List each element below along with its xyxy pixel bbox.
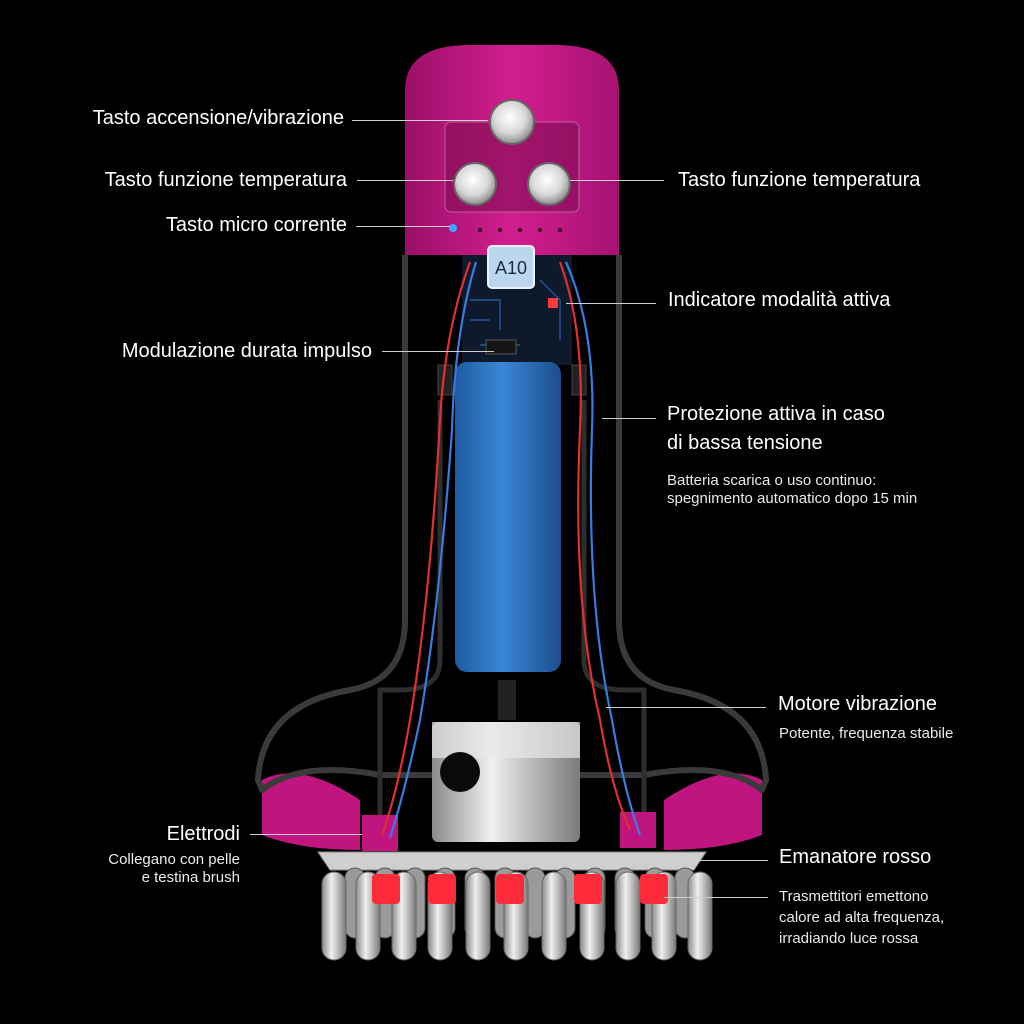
- base-disc: [317, 851, 707, 871]
- wire-red-right: [558, 261, 632, 831]
- wire-red-left: [380, 261, 472, 836]
- label-protection-desc-line2: spegnimento automatico dopo 15 min: [667, 490, 918, 507]
- chip-label: A10: [495, 258, 527, 278]
- battery: [455, 362, 561, 672]
- red-led: [574, 874, 602, 904]
- label-micro-current: Tasto micro corrente: [165, 214, 347, 236]
- label-electrodes-desc-line2: e testina brush: [141, 869, 240, 886]
- brush-pins: [321, 867, 713, 961]
- red-led: [640, 874, 668, 904]
- body-frame-inner-right: [581, 400, 647, 820]
- label-red-emitter-desc-line3: irradiando luce rossa: [779, 930, 919, 947]
- leader-pwm: [382, 351, 494, 352]
- label-red-emitter-title: Emanatore rosso: [779, 846, 932, 868]
- leader-motor: [606, 707, 766, 708]
- label-electrodes-title: Elettrodi: [166, 823, 240, 845]
- temperature-button-right-icon[interactable]: [527, 162, 571, 206]
- leader-red-emitter: [680, 860, 768, 861]
- leader-red-emitter-desc: [664, 897, 768, 898]
- leader-electrodes: [250, 834, 362, 835]
- leader-temp-left: [357, 180, 453, 181]
- temperature-button-left-icon[interactable]: [453, 162, 497, 206]
- red-led: [496, 874, 524, 904]
- label-motor-title: Motore vibrazione: [778, 693, 937, 715]
- label-protection-desc-line1: Batteria scarica o uso continuo:: [667, 472, 877, 489]
- wire-blue-left: [388, 261, 478, 839]
- label-temperature-button-left: Tasto funzione temperatura: [104, 169, 347, 191]
- label-temperature-button-right: Tasto funzione temperatura: [678, 169, 921, 191]
- mode-indicator-led: [548, 298, 558, 308]
- brush-pin: [465, 871, 491, 961]
- red-led: [428, 874, 456, 904]
- label-red-emitter-desc-line2: calore ad alta frequenza,: [779, 909, 945, 926]
- brush-pin: [321, 871, 347, 961]
- leader-power: [352, 120, 488, 121]
- chip: [487, 245, 535, 289]
- label-red-emitter-desc-line1: Trasmettitori emettono: [779, 888, 929, 905]
- label-pulse-modulation: Modulazione durata impulso: [121, 340, 372, 362]
- leader-micro-current: [356, 226, 450, 227]
- pwm-component: [485, 339, 517, 355]
- skirt-left-magenta: [262, 773, 360, 850]
- leader-temp-right: [570, 180, 664, 181]
- brush-pin: [615, 871, 641, 961]
- wire-blue-right: [564, 261, 642, 836]
- label-protection-line1: Protezione attiva in caso: [667, 403, 885, 425]
- body-frame-inner: [377, 400, 443, 820]
- leader-protection: [602, 418, 656, 419]
- power-button-icon[interactable]: [489, 99, 535, 145]
- brush-pin: [687, 871, 713, 961]
- label-power-button: Tasto accensione/vibrazione: [92, 107, 344, 129]
- skirt-right-magenta: [664, 773, 762, 850]
- micro-current-led: [449, 224, 457, 232]
- red-led: [372, 874, 400, 904]
- label-electrodes-desc-line1: Collegano con pelle: [108, 851, 240, 868]
- leader-mode-indicator: [566, 303, 656, 304]
- label-mode-indicator: Indicatore modalità attiva: [668, 289, 891, 311]
- label-protection-line2: di bassa tensione: [667, 432, 823, 454]
- label-motor-desc: Potente, frequenza stabile: [779, 725, 954, 742]
- brush-pin: [541, 871, 567, 961]
